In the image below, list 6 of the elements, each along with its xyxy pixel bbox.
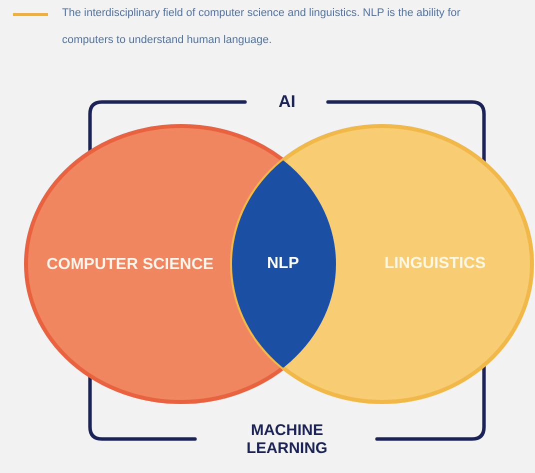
circle-label: NLP xyxy=(267,254,299,274)
circle-label: COMPUTER SCIENCE xyxy=(46,256,214,274)
frame-label: MACHINE LEARNING xyxy=(246,422,328,458)
frame-label: AI xyxy=(278,92,296,112)
circle-label: LINGUISTICS xyxy=(384,254,486,274)
legend-text: The interdisciplinary field of computer science and linguistics. NLP is the ability for computers to understand human language. xyxy=(62,6,462,48)
